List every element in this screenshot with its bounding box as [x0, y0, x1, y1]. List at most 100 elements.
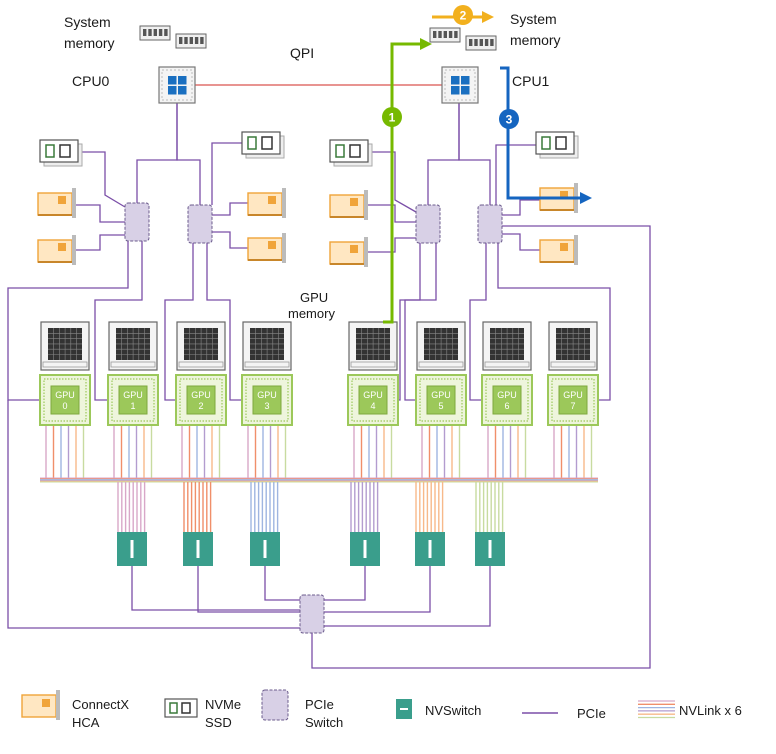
- pcie-switch-c: [415, 204, 441, 244]
- system-memory-left-stick-b-chip: [194, 37, 199, 44]
- legend-connectx-line2: HCA: [72, 715, 100, 730]
- connectx-hca-6-chip: [560, 191, 568, 199]
- connectx-hca-5-card: [329, 241, 365, 265]
- legend-nvswitch-mark: [400, 708, 408, 710]
- path-1-arrowhead: [420, 38, 432, 50]
- gpu-memory-1: [108, 321, 158, 371]
- legend-icons: [21, 689, 675, 721]
- gpu-7-die: [558, 385, 588, 415]
- nvme-ssd-0-chip-a: [45, 144, 55, 158]
- cpu1-logo-square: [461, 76, 470, 85]
- system-memory-right-stick-b-chip: [484, 39, 489, 46]
- nvswitch-1: [183, 532, 213, 566]
- switch-a-to-gpu0: [7, 241, 129, 401]
- cpu0-package: [158, 66, 196, 104]
- system-memory-right-stick-b-chip: [469, 39, 473, 46]
- legend-connectx-line1: ConnectX: [72, 697, 129, 712]
- gpu-2-label: GPU: [191, 390, 211, 400]
- gpu-memory-2: [176, 321, 226, 371]
- legend-nvswitch-label: NVSwitch: [425, 703, 481, 718]
- nvswitch-2-mark: [263, 540, 267, 558]
- nvme-ssd-0-chip-b: [59, 144, 71, 158]
- legend-connectx-chip: [42, 699, 50, 707]
- hca5-link: [366, 237, 416, 253]
- switch-d-to-gpu6: [469, 243, 487, 401]
- system-memory-right-stick-b: [465, 35, 497, 51]
- cpu0-pins: [161, 69, 193, 101]
- pcie-switch-d: [477, 204, 503, 244]
- hca4-link: [366, 204, 416, 223]
- nvme-ssd-1-chip-a: [247, 136, 257, 150]
- nvme-ssd-3: [535, 131, 579, 159]
- cpu1-pins: [444, 69, 476, 101]
- connectx-hca-7-bracket: [574, 235, 578, 265]
- left-bus-to-bottom-switch: [7, 400, 300, 629]
- system-memory-left-stick-b: [175, 33, 207, 49]
- connectx-hca-4-bracket: [364, 190, 368, 220]
- path-2-badge-number: 2: [460, 9, 467, 23]
- cpu0-to-switch-b: [176, 103, 201, 205]
- connectx-hca-3: [247, 233, 286, 263]
- switch-d-to-bottom-switch: [311, 225, 651, 669]
- system-memory-right-stick-a-chip: [438, 31, 442, 38]
- system-memory-left-stick-b-chip: [179, 37, 183, 44]
- nvswitch-0: [117, 532, 147, 566]
- path-1-badge-circle: [382, 107, 402, 127]
- gpu-memory-0: [40, 321, 90, 371]
- system-memory-right-stick-a-chip: [443, 31, 447, 38]
- switch-a-to-gpu1: [94, 241, 143, 401]
- system-memory-left-line1: System: [64, 14, 111, 30]
- path-3-arrowhead: [580, 192, 592, 204]
- gpu-6-die: [492, 385, 522, 415]
- cpu1-to-switch-d: [458, 103, 491, 205]
- legend-nvme-chip-a: [169, 702, 178, 714]
- system-memory-left-stick-a-chip: [143, 29, 147, 36]
- nvswitch-5-mark: [488, 540, 492, 558]
- qpi-label: QPI: [290, 45, 314, 61]
- connectx-hca-5-bracket: [364, 237, 368, 267]
- nvme0-link: [78, 151, 126, 208]
- system-memory-right-stick-b-chip: [479, 39, 483, 46]
- hca0-link: [76, 204, 125, 223]
- gpu-4-index: 4: [370, 401, 375, 411]
- cpu1-logo-square: [461, 86, 470, 95]
- data-path-arrows: 123: [382, 5, 592, 324]
- path-2-arrowhead: [482, 11, 494, 23]
- nvme-ssd-3-chip-b: [555, 136, 567, 150]
- connectx-hca-1-chip: [58, 243, 66, 251]
- path-3-badge-circle: [499, 109, 519, 129]
- connectx-hca-3-bracket: [282, 233, 286, 263]
- hca2-link: [212, 202, 248, 216]
- gpu-6-label: GPU: [497, 390, 517, 400]
- gpu-memory-line2: memory: [288, 306, 335, 321]
- nvswitch-5: [475, 532, 505, 566]
- path-2-badge-circle: [453, 5, 473, 25]
- cpu1-logo-square: [451, 86, 460, 95]
- gpu-4-label: GPU: [363, 390, 383, 400]
- legend-pcie-switch-icon: [261, 689, 289, 721]
- gpu-memory-7: [548, 321, 598, 371]
- gpu-0-die: [50, 385, 80, 415]
- legend-nvme-chip-b: [181, 702, 191, 714]
- gpu-memory-6: [482, 321, 532, 371]
- gpu-5-die: [426, 385, 456, 415]
- pcie-switch-d-body: [477, 204, 503, 244]
- nvswitch2-link: [264, 566, 300, 601]
- cpu0-logo-square: [178, 76, 187, 85]
- connectx-hca-2-bracket: [282, 188, 286, 218]
- legend-connectx-icon: [21, 690, 60, 720]
- gpu-5-pins: [419, 378, 463, 422]
- nvswitch1-link: [197, 566, 300, 613]
- connectx-hca-1-bracket: [72, 235, 76, 265]
- gpu-memory-5: [416, 321, 466, 371]
- nvme2-link: [368, 151, 417, 213]
- system-memory-left-stick-b-chip: [200, 37, 204, 44]
- system-memory-left-stick-a: [139, 25, 171, 41]
- legend-nvswitch-icon: [396, 699, 412, 719]
- gpu-1-die: [118, 385, 148, 415]
